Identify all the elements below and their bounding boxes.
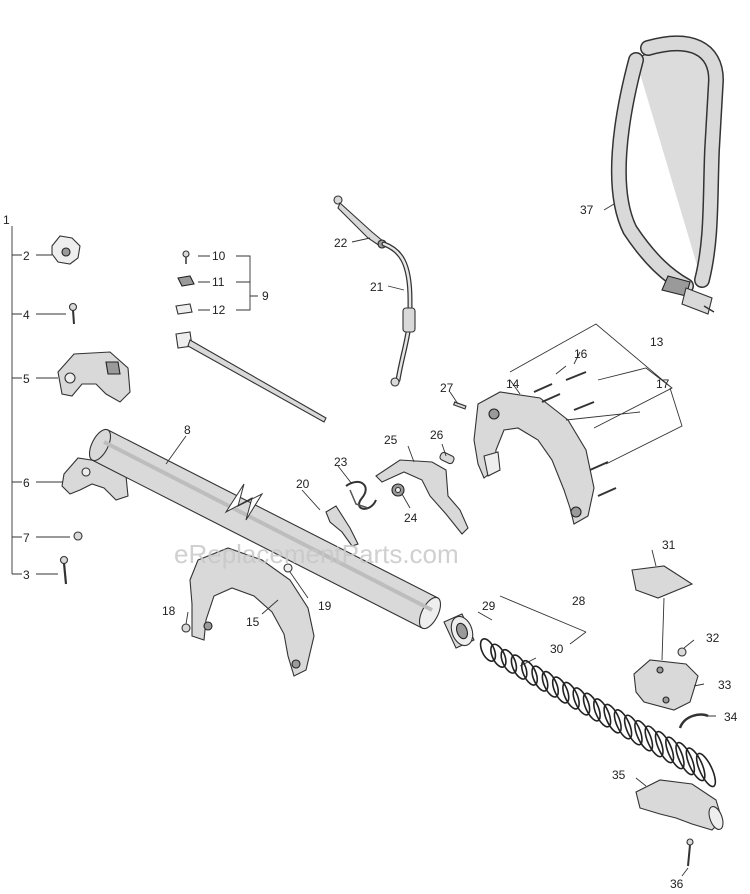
callout-14: 14 <box>506 377 520 391</box>
spring-coil <box>520 659 539 686</box>
part-19-washer[interactable] <box>283 563 293 573</box>
callout-9: 9 <box>262 289 269 303</box>
part-31-shield[interactable] <box>631 565 694 599</box>
part-32-nut[interactable] <box>677 647 687 657</box>
callout-21: 21 <box>370 280 384 294</box>
spring-coil <box>582 692 601 722</box>
part-36-screw[interactable] <box>686 838 694 867</box>
callout-27: 27 <box>440 381 454 395</box>
callout-15: 15 <box>246 615 260 629</box>
spring-coil <box>695 752 717 788</box>
spring-coil <box>479 638 497 662</box>
part-29-bearing[interactable] <box>443 613 477 649</box>
spring-coil <box>665 736 685 770</box>
spring-coil <box>634 719 654 752</box>
part-37-shoulder-strap[interactable] <box>610 35 725 315</box>
part-27-pin[interactable] <box>452 401 467 410</box>
part-18-nut[interactable] <box>181 623 191 633</box>
callout-24: 24 <box>404 511 418 525</box>
part-35-gear-head[interactable] <box>635 779 726 831</box>
callout-2: 2 <box>23 249 30 263</box>
spring-coil <box>551 676 570 704</box>
callout-37: 37 <box>580 203 594 217</box>
spring-coil <box>510 654 528 680</box>
callout-31: 31 <box>662 538 676 552</box>
part-5-upper-clamp[interactable] <box>57 351 131 403</box>
callout-10: 10 <box>212 249 226 263</box>
part-25-trigger[interactable] <box>375 459 469 535</box>
spring-coil <box>593 698 612 728</box>
part-9-cable-tie[interactable] <box>175 331 327 423</box>
spring-coil <box>675 741 696 776</box>
callout-11: 11 <box>212 275 225 289</box>
part-11-clip[interactable] <box>177 275 195 287</box>
callout-13: 13 <box>650 335 664 349</box>
callout-34: 34 <box>724 710 738 724</box>
part-14-screw[interactable] <box>533 383 561 403</box>
part-2-clamp[interactable] <box>51 235 81 265</box>
callout-25: 25 <box>384 433 398 447</box>
callout-6: 6 <box>23 476 30 490</box>
spring-coil <box>500 648 518 674</box>
part-23-spring[interactable] <box>345 480 377 510</box>
part-8-main-tube[interactable] <box>85 426 445 632</box>
part-13-handle-housing[interactable] <box>473 391 595 525</box>
callout-20: 20 <box>296 477 310 491</box>
callout-35: 35 <box>612 768 626 782</box>
part-17-screw[interactable] <box>589 461 617 497</box>
part-4-screw[interactable] <box>68 302 78 325</box>
callout-8: 8 <box>184 423 191 437</box>
callout-30: 30 <box>550 642 564 656</box>
spring-coil <box>541 670 560 698</box>
part-30-spring[interactable] <box>477 637 719 789</box>
callout-18: 18 <box>162 604 176 618</box>
part-33-gearbox-cover[interactable] <box>633 659 699 711</box>
callout-3: 3 <box>23 568 30 582</box>
part-26-pin[interactable] <box>439 451 455 465</box>
callout-26: 26 <box>430 428 444 442</box>
part-12-pad[interactable] <box>175 303 193 315</box>
part-7-nut[interactable] <box>73 531 83 541</box>
watermark: eReplacementParts.com <box>174 539 459 569</box>
callout-22: 22 <box>334 236 348 250</box>
part-24-bushing[interactable] <box>391 483 405 497</box>
part-10-screw[interactable] <box>182 250 190 264</box>
callout-4: 4 <box>23 308 30 322</box>
callout-32: 32 <box>706 631 720 645</box>
callout-19: 19 <box>318 599 332 613</box>
spring-coil <box>685 747 706 782</box>
callout-5: 5 <box>23 372 30 386</box>
callout-17: 17 <box>656 377 670 391</box>
part-34-clip[interactable] <box>678 713 709 729</box>
cable-tie-group <box>198 255 258 311</box>
part-15-handle-half[interactable] <box>189 547 315 677</box>
callout-12: 12 <box>212 303 226 317</box>
spring-coil <box>562 681 580 710</box>
part-21-throttle-cable[interactable] <box>381 241 416 387</box>
spring-coil <box>531 665 549 692</box>
callout-36: 36 <box>670 877 684 891</box>
part-3-bolt[interactable] <box>59 555 69 585</box>
spring-coil <box>623 714 643 746</box>
spring-coil <box>654 730 675 764</box>
callout-1: 1 <box>3 213 10 227</box>
spring-coil <box>572 687 591 716</box>
callout-29: 29 <box>482 599 496 613</box>
part-20-lever[interactable] <box>325 505 359 547</box>
spring-coil <box>490 643 507 668</box>
callout-28: 28 <box>572 594 586 608</box>
callout-7: 7 <box>23 531 30 545</box>
bracket-group <box>11 226 70 575</box>
spring-coil <box>603 703 622 734</box>
spring-coil <box>644 725 664 758</box>
part-16-screw[interactable] <box>565 371 595 411</box>
callout-23: 23 <box>334 455 348 469</box>
callout-33: 33 <box>718 678 732 692</box>
spring-coil <box>613 709 633 740</box>
callout-16: 16 <box>574 347 588 361</box>
